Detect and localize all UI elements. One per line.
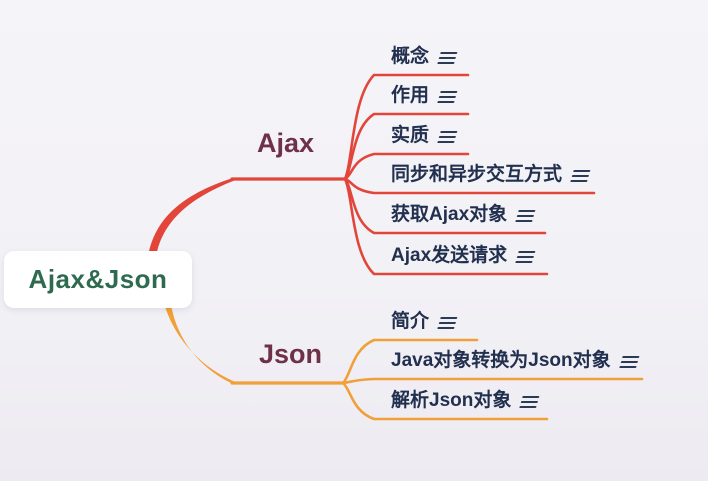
topic-label: 简介 (391, 311, 430, 332)
topic-label: 获取Ajax对象 (391, 204, 508, 225)
topic-label: 实质 (391, 125, 430, 146)
notes-icon[interactable] (437, 130, 458, 145)
topic-item[interactable]: 同步和异步交互方式 (391, 162, 591, 188)
root-topic[interactable]: Ajax&Json (4, 251, 192, 308)
topic-label: Ajax发送请求 (391, 245, 508, 266)
root-topic-label: Ajax&Json (28, 264, 168, 294)
topic-item[interactable]: 解析Json对象 (391, 388, 540, 414)
notes-icon[interactable] (515, 250, 536, 265)
topic-item[interactable]: 简介 (391, 309, 458, 335)
topic-label: 解析Json对象 (391, 390, 512, 411)
topic-label: Java对象转换为Json对象 (391, 350, 611, 371)
branch-label-json[interactable]: Json (259, 339, 323, 369)
notes-icon[interactable] (437, 90, 458, 105)
branch-label-ajax[interactable]: Ajax (257, 128, 315, 158)
notes-icon[interactable] (437, 316, 458, 331)
topic-label: 作用 (391, 85, 430, 106)
notes-icon[interactable] (570, 169, 591, 184)
notes-icon[interactable] (437, 51, 458, 66)
notes-icon[interactable] (519, 395, 540, 410)
topic-item[interactable]: Ajax发送请求 (391, 243, 536, 269)
topic-item[interactable]: 作用 (391, 83, 458, 109)
topic-item[interactable]: 实质 (391, 123, 458, 149)
topic-item[interactable]: 获取Ajax对象 (391, 202, 536, 228)
notes-icon[interactable] (618, 355, 640, 370)
topic-label: 同步和异步交互方式 (391, 164, 563, 185)
topic-item[interactable]: Java对象转换为Json对象 (391, 348, 640, 374)
notes-icon[interactable] (515, 209, 536, 224)
topic-label: 概念 (391, 46, 430, 67)
topic-item[interactable]: 概念 (391, 44, 458, 70)
